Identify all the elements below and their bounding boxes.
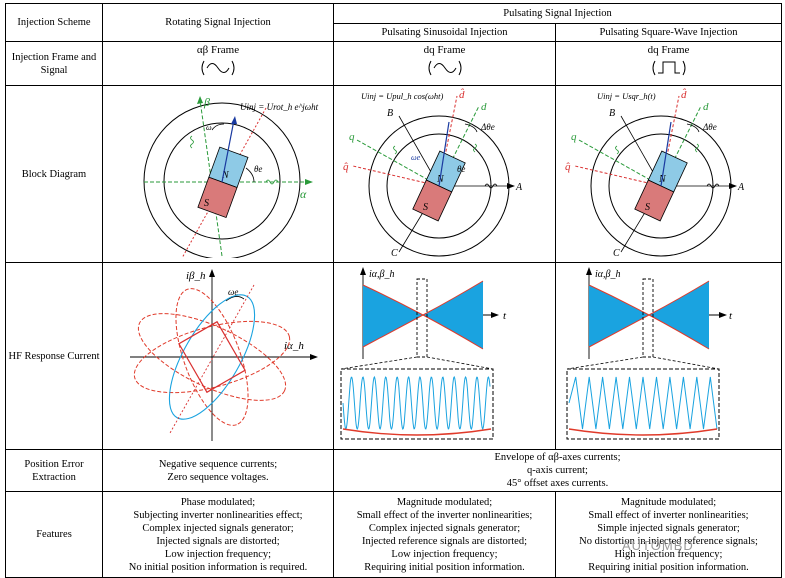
feat-sq-5: Requiring initial position information. [588, 561, 749, 573]
block-sinusoidal: A B C d q d̂ q̂ [333, 85, 556, 263]
hf-i-alpha: iα_h [284, 340, 304, 352]
position-pulsating-line-1: q-axis current; [527, 465, 588, 476]
frame-sinusoidal-title: dq Frame [423, 44, 466, 56]
sin-omega-label: ωe [411, 153, 421, 162]
block-rotating: β α N S ω Uinj = Urot_h e^jωht [102, 85, 334, 263]
sin-c-label: C [391, 248, 398, 258]
feat-sin-0: Magnitude modulated; [396, 496, 493, 508]
feat-sq-3: No distortion in injected reference sign… [579, 535, 758, 547]
sq-hf-t: t [729, 310, 733, 322]
feat-rot-4: Low injection frequency; [164, 548, 272, 560]
sin-delta-label: Δθe [480, 122, 495, 132]
rot-beta-label: β [203, 95, 210, 109]
hf-rotating: iβ_h iα_h ωe [102, 262, 334, 450]
feat-sq-1: Small effect of inverter nonlinearities; [588, 509, 749, 521]
sq-delta-label: Δθe [702, 122, 717, 132]
row-label-hf: HF Response Current [5, 262, 103, 450]
sq-s-label: S [645, 202, 650, 213]
feat-rot-0: Phase modulated; [180, 496, 256, 508]
header-pulsating-sin: Pulsating Sinusoidal Injection [333, 23, 556, 42]
sq-a-label: A [737, 182, 745, 193]
sin-hf-i: iα,β_h [369, 269, 395, 280]
rot-uinj-label: Uinj = Urot_h e^jωht [240, 102, 319, 112]
sin-theta-label: θe [457, 164, 465, 174]
sq-d-label: d [703, 101, 709, 113]
position-pulsating-line-0: Envelope of αβ-axes currents; [494, 452, 621, 463]
frame-square-title: dq Frame [647, 44, 690, 56]
row-label-block: Block Diagram [5, 85, 103, 263]
sq-b-label: B [609, 108, 615, 119]
sin-hf-wave [342, 375, 490, 431]
feat-sin-5: Requiring initial position information. [364, 561, 525, 573]
hf-omega: ωe [228, 287, 238, 297]
frame-square: dq Frame [555, 41, 782, 86]
feat-rot-5: No initial position information is requi… [128, 561, 308, 573]
sinusoidal-block-diagram: A B C d q d̂ q̂ [343, 88, 523, 259]
feat-sq-4: High injection frequency; [614, 548, 723, 560]
sq-c-label: C [613, 248, 620, 258]
frame-sinusoidal: dq Frame [333, 41, 556, 86]
rot-s-label: S [204, 198, 209, 209]
sq-hf-i: iα,β_h [595, 269, 621, 280]
rot-n-label: N [221, 170, 230, 181]
watermark: AUTOMBD [622, 538, 694, 553]
header-scheme: Injection Scheme [5, 3, 103, 42]
block-square: A B C d q d̂ q̂ N S Uinj [555, 85, 782, 263]
comparison-table: Injection Scheme Rotating Signal Injecti… [5, 3, 782, 578]
rotating-hf-plot: iβ_h iα_h ωe [129, 269, 318, 441]
sin-dhat-label: d̂ [459, 88, 465, 101]
sin-qhat-label: q̂ [343, 161, 349, 173]
position-pulsating-line-2: 45° offset axes currents. [506, 478, 609, 489]
square-signal-icon [652, 60, 685, 76]
rot-alpha-label: α [300, 187, 307, 201]
sinusoidal-hf-plot: iα,β_h t [340, 267, 507, 440]
position-pulsating: Envelope of αβ-axes currents; q-axis cur… [333, 449, 782, 492]
hf-square: iα,β_h t [555, 262, 782, 450]
sin-hf-t: t [503, 310, 507, 322]
sin-q-label: q [349, 131, 355, 143]
position-rotating-line-0: Negative sequence currents; [158, 458, 278, 470]
square-hf-plot: iα,β_h t [566, 267, 733, 440]
feat-sin-4: Low injection frequency; [391, 548, 498, 560]
sin-d-label: d [481, 101, 487, 113]
sq-dhat-label: d̂ [681, 88, 687, 101]
feat-sin-3: Injected reference signals are distorted… [361, 535, 527, 547]
rotating-block-diagram: β α N S ω Uinj = Urot_h e^jωht [143, 95, 319, 260]
feat-sin-2: Complex injected signals generator; [368, 522, 521, 534]
feat-sq-0: Magnitude modulated; [620, 496, 717, 508]
frame-rotating-title: αβ Frame [196, 44, 240, 56]
row-label-frame: Injection Frame and Signal [5, 41, 103, 86]
sq-hf-wave [568, 376, 717, 430]
rotating-signal-icon [201, 60, 235, 76]
features-sinusoidal: Magnitude modulated; Small effect of the… [333, 491, 556, 578]
sin-uinj-label: Uinj = Upul_h cos(ωht) [361, 91, 443, 101]
feat-sq-2: Simple injected signals generator; [597, 522, 740, 534]
position-rotating: Negative sequence currents; Zero sequenc… [102, 449, 334, 492]
rot-omega-label: ω [206, 123, 212, 132]
row-label-features: Features [5, 491, 103, 578]
header-pulsating-sq: Pulsating Square-Wave Injection [555, 23, 782, 42]
sin-b-label: B [387, 108, 393, 119]
row-label-position: Position Error Extraction [5, 449, 103, 492]
position-rotating-line-1: Zero sequence voltages. [167, 471, 269, 483]
sq-qhat-label: q̂ [565, 161, 571, 173]
rot-theta-label: θe [254, 164, 262, 174]
feat-rot-3: Injected signals are distorted; [156, 535, 280, 547]
feat-rot-2: Complex injected signals generator; [142, 522, 294, 534]
sin-s-label: S [423, 202, 428, 213]
hf-sinusoidal: iα,β_h t [333, 262, 556, 450]
sq-uinj-label: Uinj = Usqr_h(t) [597, 91, 656, 101]
header-rotating: Rotating Signal Injection [102, 3, 334, 42]
sin-a-label: A [515, 182, 523, 193]
feat-sin-1: Small effect of the inverter nonlinearit… [356, 509, 533, 521]
features-rotating: Phase modulated; Subjecting inverter non… [102, 491, 334, 578]
frame-rotating: αβ Frame [102, 41, 334, 86]
hf-i-beta: iβ_h [186, 270, 206, 282]
square-block-diagram: A B C d q d̂ q̂ N S Uinj [565, 88, 745, 259]
features-square: Magnitude modulated; Small effect of inv… [555, 491, 782, 578]
feat-rot-1: Subjecting inverter nonlinearities effec… [133, 509, 303, 521]
sinusoidal-signal-icon [428, 60, 461, 76]
header-pulsating: Pulsating Signal Injection [333, 3, 782, 24]
sq-q-label: q [571, 131, 577, 143]
